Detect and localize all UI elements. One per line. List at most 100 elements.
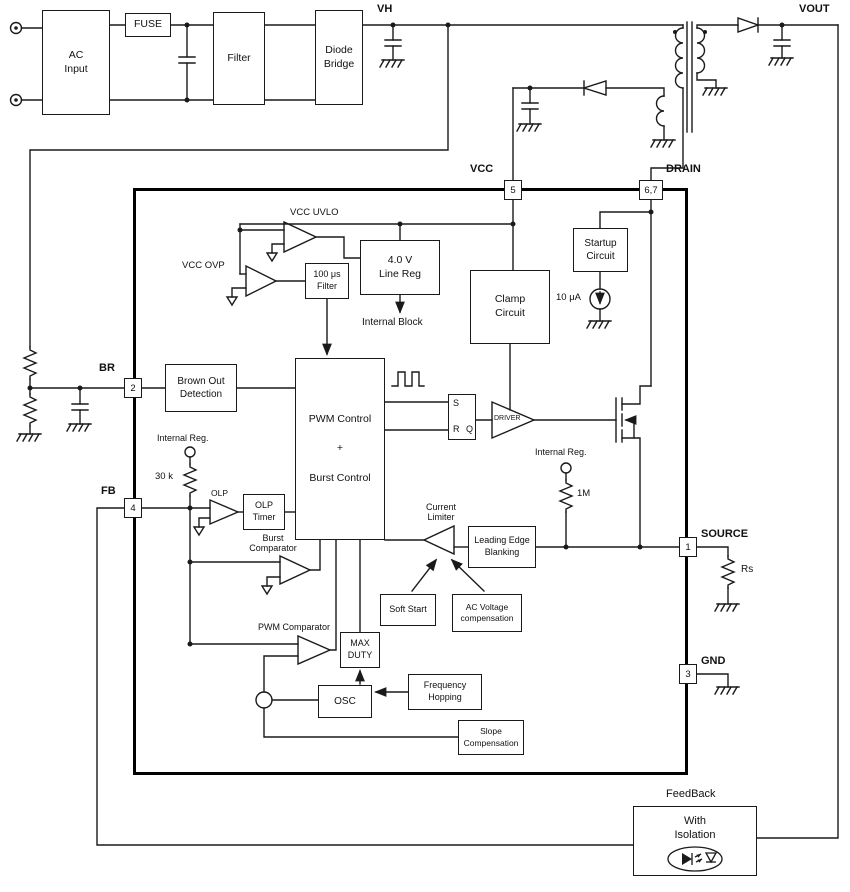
output-diode-icon (737, 17, 761, 33)
label-line: Comparator (249, 543, 297, 554)
ovp-comparator-icon (245, 264, 278, 298)
block-fuse: FUSE (125, 13, 171, 37)
block-label: PWM Control (308, 412, 372, 425)
pin-source: 1 (679, 537, 697, 557)
label-internal-block: Internal Block (362, 317, 423, 328)
block-frequency-hopping: Frequency Hopping (408, 674, 482, 710)
block-label: With (684, 815, 706, 827)
block-slope-compensation: Slope Compensation (458, 720, 524, 755)
label-line: Limiter (427, 512, 455, 523)
block-label: DUTY (347, 650, 373, 660)
block-label: OLP (254, 500, 273, 511)
pin-fb: 4 (124, 498, 142, 518)
block-feedback-isolation: With Isolation (633, 806, 757, 876)
label-br: BR (99, 362, 115, 374)
block-osc: OSC (318, 685, 372, 718)
block-soft-start: Soft Start (380, 594, 436, 626)
block-label: Line Reg (378, 267, 422, 280)
block-label: Leading Edge (474, 535, 530, 546)
label-pwm-comparator: PWM Comparator (258, 622, 331, 632)
block-label: Burst Control (309, 471, 371, 484)
pin-br: 2 (124, 378, 142, 398)
output-capacitor-icon (773, 24, 791, 59)
block-ac-input: AC Input (42, 10, 110, 115)
sr-latch-r: R (453, 424, 460, 434)
transformer-icon (655, 21, 707, 133)
label-fb: FB (101, 485, 116, 497)
block-label: Bridge (323, 57, 355, 70)
block-label: MAX (350, 638, 370, 649)
bulk-capacitor-icon (384, 24, 402, 61)
block-label: Frequency (423, 680, 467, 691)
pin-number: 5 (510, 184, 516, 196)
block-label: OSC (334, 696, 356, 707)
block-line-reg: 4.0 V Line Reg (360, 240, 440, 295)
vcc-diode-icon (581, 80, 607, 96)
block-label: AC (68, 48, 84, 61)
label-burst-comparator: Burst Comparator (242, 533, 304, 554)
block-label: Soft Start (389, 604, 427, 615)
block-label: Input (64, 62, 88, 75)
block-leading-edge-blanking: Leading Edge Blanking (468, 526, 536, 568)
vcc-capacitor-icon (521, 87, 539, 125)
block-label: Slope (480, 726, 502, 737)
block-label: Diode (325, 43, 353, 56)
block-label: 100 μs (313, 269, 341, 280)
block-label: Filter (227, 51, 251, 64)
block-label: Isolation (674, 829, 716, 842)
pin-number: 3 (685, 668, 691, 680)
input-capacitor-icon (178, 24, 196, 101)
internal-reg-right-icon (559, 462, 573, 548)
pin-number: 4 (130, 502, 136, 514)
label-olp: OLP (211, 488, 229, 498)
block-clamp-circuit: Clamp Circuit (470, 270, 550, 344)
current-limiter-comparator-icon (422, 524, 455, 556)
pin-gnd: 3 (679, 664, 697, 684)
controller-ic-outline (133, 188, 688, 775)
block-label: Hopping (428, 692, 462, 702)
label-vcc-ovp: VCC OVP (182, 260, 225, 271)
block-label: Clamp (494, 293, 526, 306)
label-line: Burst (262, 533, 284, 543)
label-30k: 30 k (155, 471, 173, 482)
label-current-limiter: Current Limiter (412, 502, 470, 523)
block-label: + (336, 442, 344, 455)
label-internal-reg-right: Internal Reg. (535, 447, 587, 457)
label-source: SOURCE (701, 528, 749, 540)
block-label: compensation (460, 613, 514, 623)
label-line: Current (425, 502, 456, 512)
burst-comparator-icon (279, 554, 312, 586)
block-100us-filter: 100 μs Filter (305, 263, 349, 299)
label-vcc-uvlo: VCC UVLO (290, 207, 339, 218)
pwm-comparator-icon (297, 634, 332, 666)
pin-drain: 6,7 (639, 180, 663, 200)
optocoupler-icon (667, 845, 723, 872)
block-label: Detection (179, 389, 223, 400)
sr-latch-s: S (453, 398, 460, 408)
mosfet-icon (615, 385, 652, 548)
pulse-waveform-icon (391, 371, 425, 387)
block-label: Brown Out (177, 376, 225, 387)
pin-number: 1 (685, 541, 691, 553)
block-diode-bridge: Diode Bridge (315, 10, 363, 105)
label-driver: DRIVER (494, 415, 521, 422)
block-startup-circuit: Startup Circuit (573, 228, 628, 272)
label-vcc: VCC (470, 163, 494, 175)
block-label: AC Voltage (465, 601, 509, 612)
label-rs: Rs (741, 564, 754, 575)
block-max-duty: MAX DUTY (340, 632, 380, 668)
block-label: Blanking (484, 547, 520, 557)
label-vout: VOUT (799, 3, 830, 15)
internal-reg-left-icon (183, 446, 197, 509)
pin-number: 2 (130, 382, 136, 394)
block-label: 4.0 V (387, 253, 413, 266)
driver-triangle-icon (491, 400, 536, 440)
label-10ua: 10 μA (556, 292, 582, 303)
pin-number: 6,7 (644, 184, 658, 196)
block-label: FUSE (133, 18, 162, 31)
block-label: Timer (252, 512, 276, 522)
block-pwm-control: PWM Control + Burst Control (295, 358, 385, 540)
label-vh: VH (377, 3, 393, 15)
block-label: Compensation (463, 737, 519, 748)
